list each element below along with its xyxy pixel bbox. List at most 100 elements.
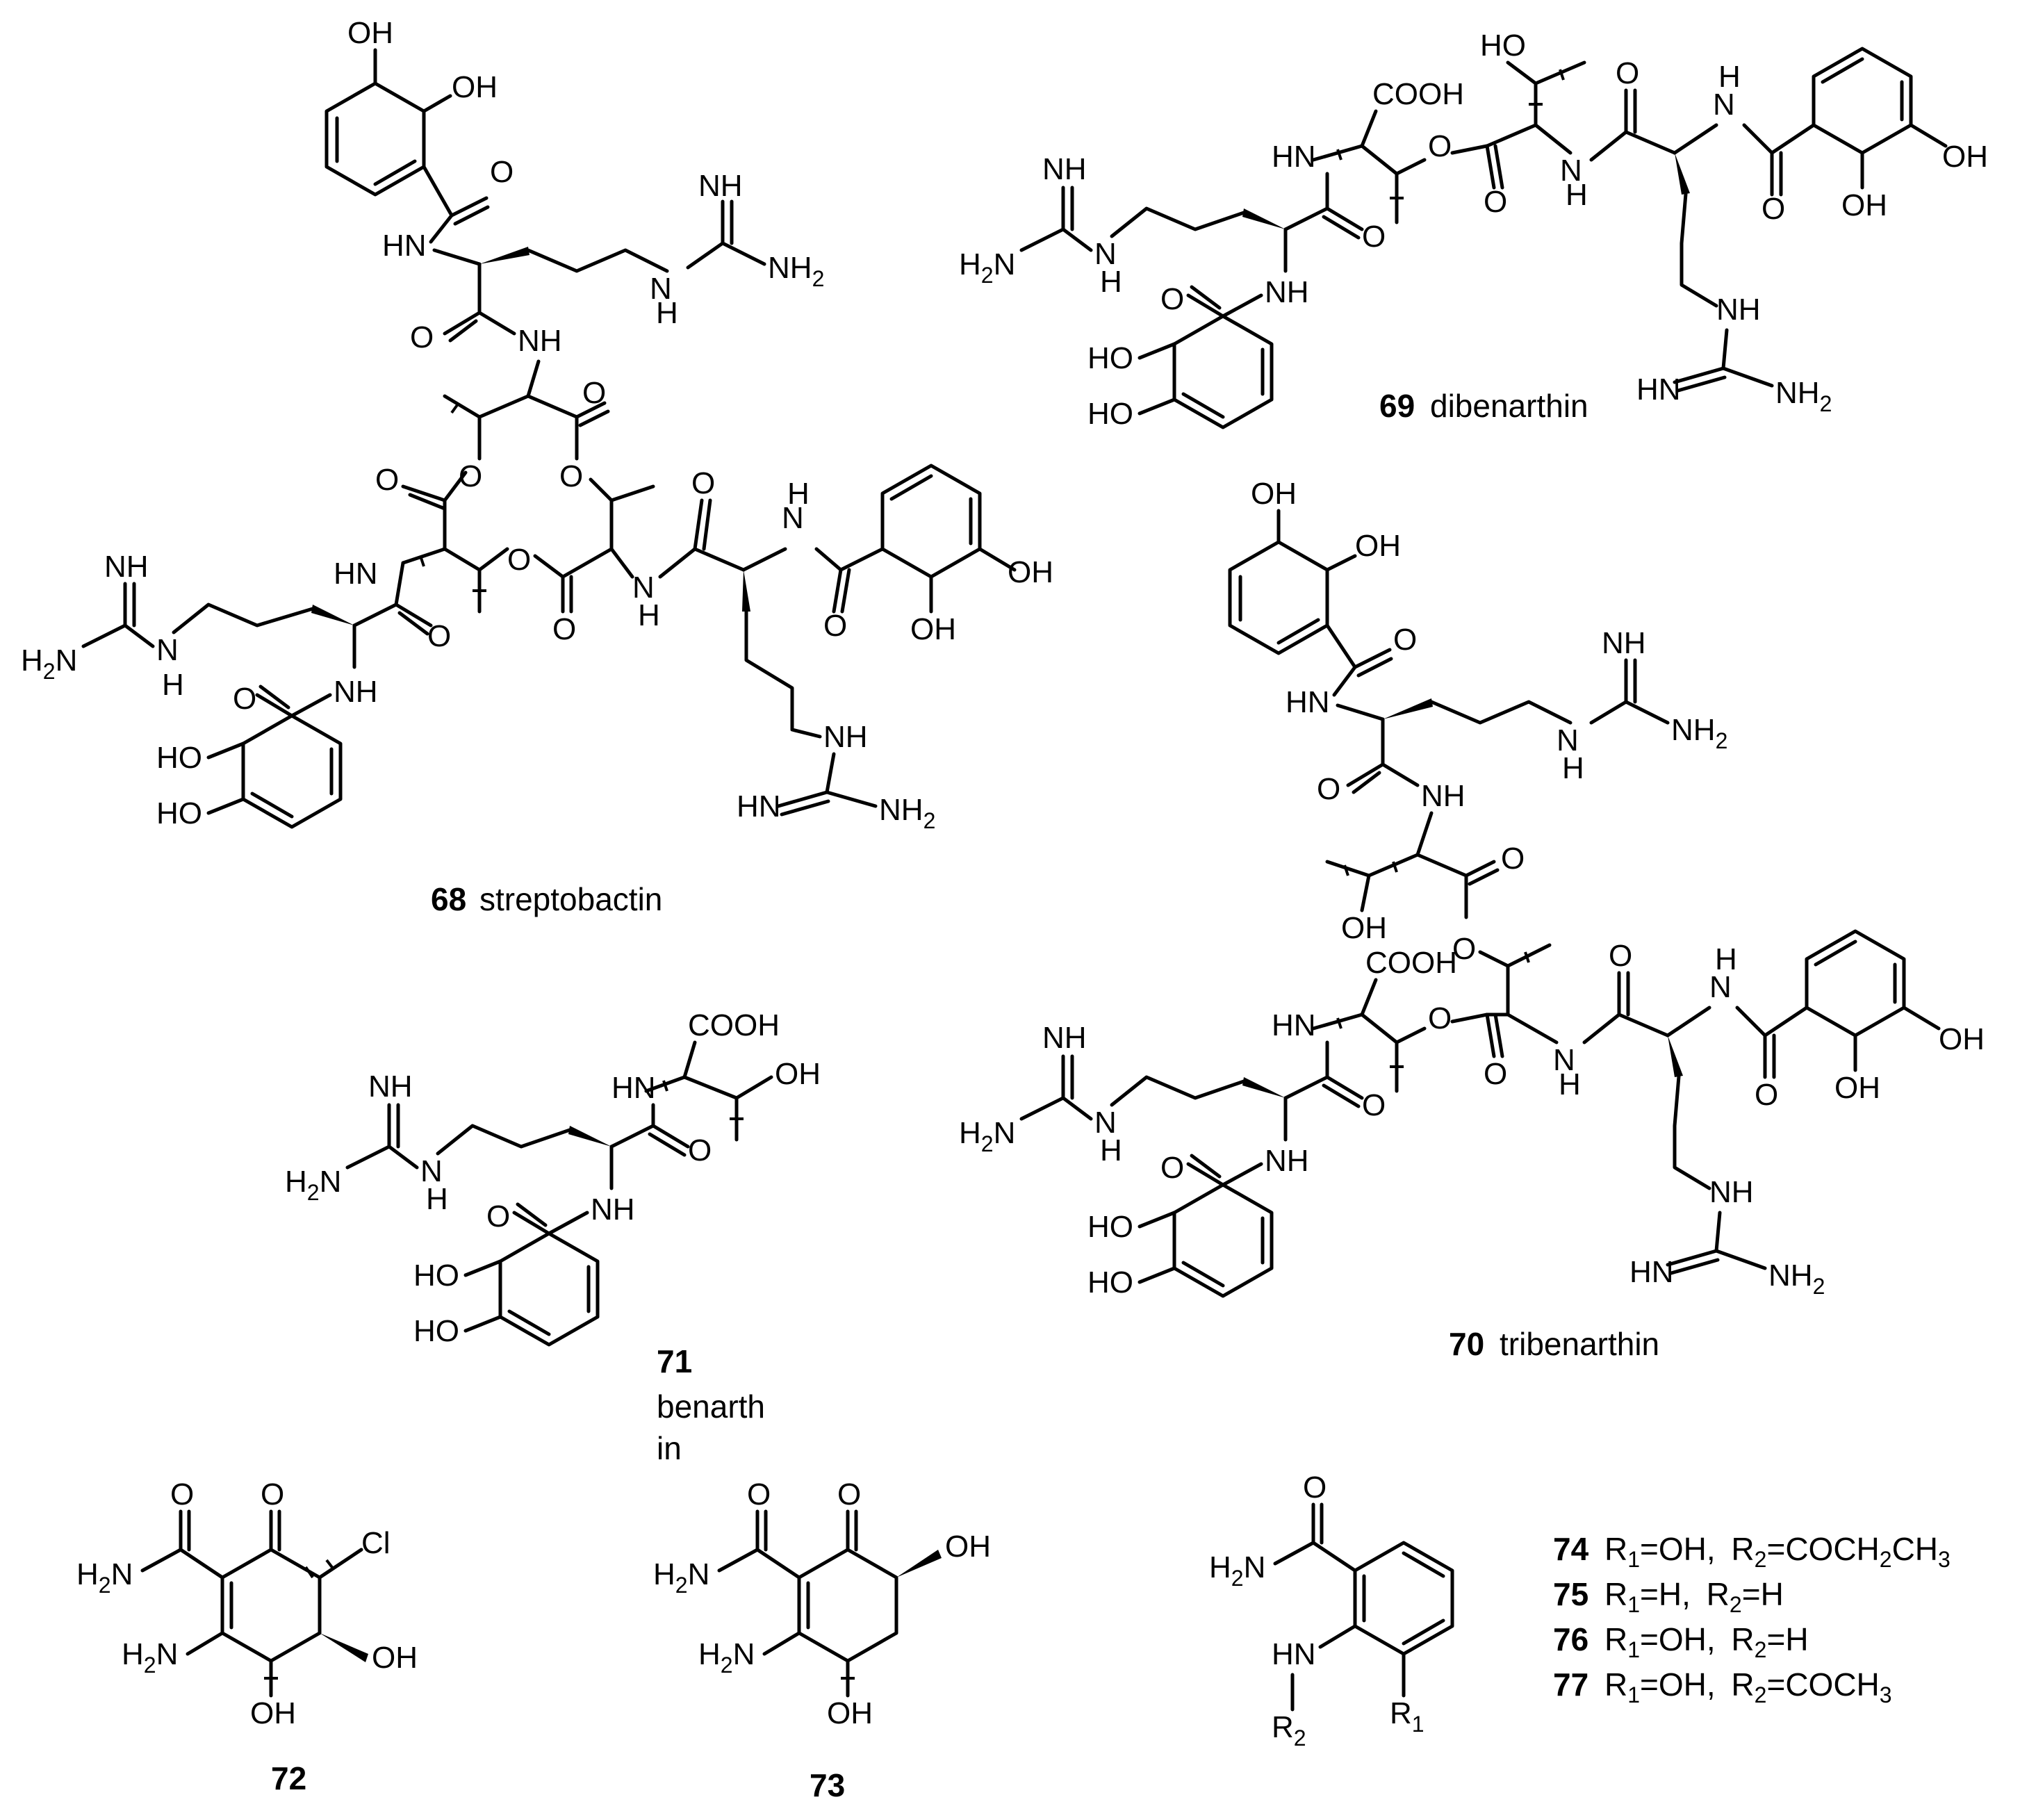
o-label: O bbox=[261, 1477, 284, 1511]
n-label: N bbox=[420, 1154, 443, 1188]
structure-74-77: O H2N HN R2 R1 bbox=[1209, 1470, 1454, 1751]
oh-label: OH bbox=[1008, 555, 1053, 589]
ho-label: HO bbox=[1087, 397, 1133, 431]
ho-label: HO bbox=[1087, 1265, 1133, 1300]
nh-label: NH bbox=[1716, 293, 1761, 327]
h-label: H bbox=[1562, 751, 1584, 785]
legend-row-74: 74 R1=OH, R2=COCH2CH3 bbox=[1553, 1531, 1951, 1572]
o-label: O bbox=[1428, 1001, 1452, 1035]
n-label: N bbox=[1094, 1106, 1117, 1140]
n-label: N bbox=[1094, 237, 1117, 271]
catechol-ring-70-bottom bbox=[1138, 1183, 1274, 1298]
hn-label: HN bbox=[737, 789, 781, 823]
o-label: O bbox=[823, 609, 847, 643]
h2n-label: H2N bbox=[21, 643, 77, 684]
ho-label: HO bbox=[1480, 28, 1526, 63]
h2n-label: H2N bbox=[122, 1637, 178, 1678]
h2n-label: H2N bbox=[76, 1557, 133, 1598]
nh-label: NH bbox=[591, 1192, 635, 1227]
nh-label: NH bbox=[1265, 275, 1309, 309]
cooh-label: COOH bbox=[1365, 946, 1457, 980]
o-label: O bbox=[1317, 772, 1340, 806]
oh-label: OH bbox=[945, 1530, 991, 1564]
nh-label: NH bbox=[368, 1069, 413, 1104]
o-label: O bbox=[1393, 623, 1417, 657]
structure-68: OH OH O HN N H NH NH2 O NH bbox=[21, 16, 1053, 917]
legend-row-76: 76 R1=OH, R2=H bbox=[1553, 1621, 1809, 1662]
nh-label: NH bbox=[334, 675, 378, 709]
o-label: O bbox=[375, 463, 399, 497]
ho-label: HO bbox=[1087, 341, 1133, 375]
compound-68-name: streptobactin bbox=[479, 881, 662, 917]
structure-69: COOH HN O O HO N H O N H bbox=[959, 28, 1988, 431]
nh-label: NH bbox=[1042, 1021, 1087, 1055]
compound-72-number: 72 bbox=[271, 1760, 306, 1796]
compound-71-name-line2: in bbox=[657, 1430, 682, 1466]
o-label: O bbox=[688, 1133, 712, 1167]
structure-70: OH OH O HN N H NH NH2 O NH OH O bbox=[959, 477, 1985, 1362]
legend-row-77: 77 R1=OH, R2=COCH3 bbox=[1553, 1666, 1892, 1707]
oh-label: OH bbox=[775, 1057, 821, 1091]
ho-label: HO bbox=[156, 796, 202, 830]
h2n-label: H2N bbox=[1209, 1550, 1265, 1591]
o-label: O bbox=[582, 376, 606, 410]
oh-label: OH bbox=[1942, 140, 1988, 174]
hn-label: HN bbox=[382, 229, 427, 263]
hn-label: HN bbox=[611, 1071, 656, 1105]
nh2-label: NH2 bbox=[879, 793, 935, 833]
cooh-label: COOH bbox=[1372, 77, 1464, 111]
n-label: N bbox=[1713, 88, 1735, 122]
ho-label: HO bbox=[1087, 1210, 1133, 1244]
ho-label: HO bbox=[413, 1259, 459, 1293]
ho-label: HO bbox=[413, 1314, 459, 1348]
nh2-label: NH2 bbox=[1768, 1259, 1825, 1299]
catechol-ring-70-right bbox=[1805, 929, 1941, 1072]
compound-69-number: 69 bbox=[1379, 388, 1415, 424]
o-label: O bbox=[490, 155, 514, 189]
compound-71-name-line1: benarth bbox=[657, 1388, 765, 1425]
o-label: O bbox=[1160, 282, 1184, 316]
catechol-ring-68-right bbox=[880, 464, 1017, 614]
oh-label: OH bbox=[1834, 1071, 1880, 1105]
o-label: O bbox=[837, 1477, 861, 1511]
o-label: O bbox=[1362, 220, 1386, 254]
h-label: H bbox=[1559, 1067, 1581, 1101]
o-label: O bbox=[507, 543, 531, 577]
r2-label: R2 bbox=[1272, 1710, 1306, 1751]
o-label: O bbox=[233, 682, 256, 716]
o-label: O bbox=[559, 459, 583, 493]
nh2-label: NH2 bbox=[1671, 713, 1727, 753]
h-label: H bbox=[1566, 178, 1588, 212]
o-label: O bbox=[1303, 1470, 1327, 1505]
o-label: O bbox=[170, 1477, 194, 1511]
nh2-label: NH2 bbox=[768, 251, 824, 291]
hn-label: HN bbox=[1272, 1637, 1316, 1671]
o-label: O bbox=[1609, 939, 1632, 973]
o-label: O bbox=[410, 320, 434, 354]
n-label: N bbox=[1560, 154, 1582, 188]
o-label: O bbox=[1362, 1088, 1386, 1122]
o-label: O bbox=[1501, 842, 1525, 876]
nh-label: NH bbox=[1602, 626, 1646, 660]
oh-label: OH bbox=[910, 612, 956, 646]
oh-label: OH bbox=[372, 1641, 418, 1675]
oh-label: OH bbox=[1939, 1022, 1985, 1056]
nh-label: NH bbox=[1709, 1175, 1754, 1209]
h2n-label: H2N bbox=[285, 1165, 341, 1205]
o-label: O bbox=[1484, 185, 1507, 219]
h-label: H bbox=[1718, 60, 1741, 94]
cooh-label: COOH bbox=[688, 1008, 780, 1042]
h-label: H bbox=[426, 1182, 448, 1216]
hn-label: HN bbox=[1636, 372, 1681, 407]
o-label: O bbox=[1755, 1078, 1778, 1112]
o-label: O bbox=[691, 466, 715, 500]
n-label: N bbox=[632, 571, 655, 605]
n-label: N bbox=[782, 501, 804, 535]
oh-label: OH bbox=[347, 16, 393, 50]
h2n-label: H2N bbox=[959, 247, 1015, 288]
h2n-label: H2N bbox=[959, 1116, 1015, 1156]
n-label: N bbox=[1553, 1043, 1575, 1077]
oh-label: OH bbox=[827, 1696, 873, 1730]
o-label: O bbox=[1160, 1151, 1184, 1185]
nh-label: N bbox=[650, 272, 672, 306]
